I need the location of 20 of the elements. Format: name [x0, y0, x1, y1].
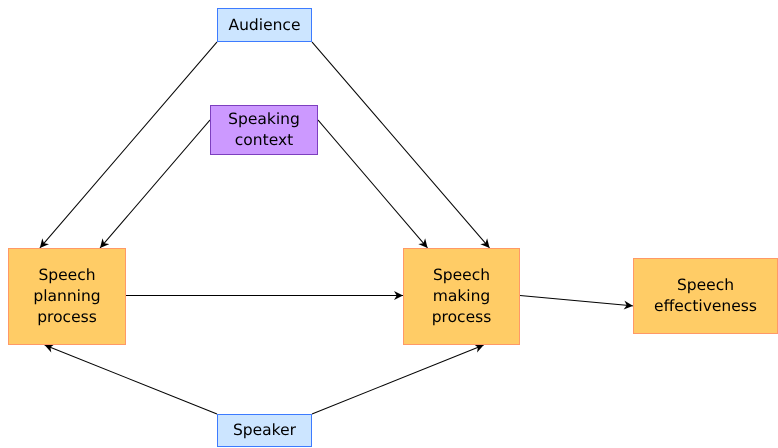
- process-box: [403, 248, 520, 345]
- process-box: [217, 8, 312, 42]
- box-label: Speech effectiveness: [653, 275, 758, 317]
- arrow: [126, 291, 404, 300]
- process-box: [217, 414, 312, 447]
- process-box: [210, 105, 318, 155]
- box-label: Audience: [228, 14, 300, 36]
- process-box: [8, 248, 126, 345]
- box-label: Speech planning process: [32, 265, 102, 328]
- arrow: [520, 295, 634, 310]
- box-label: Speaking context: [227, 109, 301, 151]
- process-box: [633, 258, 778, 334]
- arrow: [39, 42, 218, 248]
- box-label: Speaker: [232, 420, 296, 441]
- arrow: [312, 42, 490, 248]
- arrow: [318, 120, 428, 248]
- arrow: [44, 344, 218, 414]
- arrow: [312, 344, 484, 414]
- arrow: [100, 120, 210, 248]
- box-label: Speech making process: [430, 265, 492, 328]
